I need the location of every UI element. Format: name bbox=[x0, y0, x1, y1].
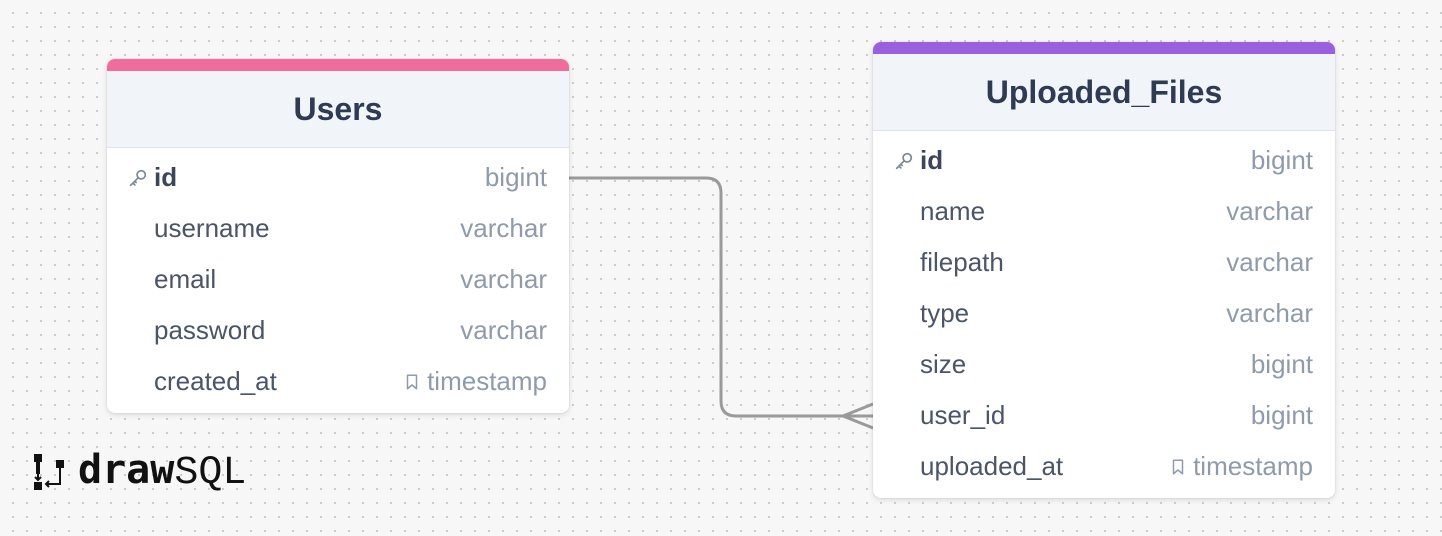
column-list: id bigint username varchar email varchar… bbox=[107, 148, 569, 407]
column-type: bigint bbox=[484, 162, 547, 192]
column-name: uploaded_at bbox=[920, 451, 1064, 481]
column-row[interactable]: email varchar bbox=[107, 254, 569, 305]
column-type: bigint bbox=[1250, 400, 1313, 430]
column-type: varchar bbox=[1226, 196, 1313, 226]
column-type: bigint bbox=[1250, 349, 1313, 379]
bookmark-icon bbox=[406, 374, 418, 389]
column-row[interactable]: type varchar bbox=[873, 288, 1335, 339]
drawsql-logo-icon bbox=[34, 454, 64, 490]
column-type: timestamp bbox=[403, 366, 547, 397]
column-row[interactable]: id bigint bbox=[107, 152, 569, 203]
table-accent-bar bbox=[107, 59, 569, 71]
drawsql-wordmark: drawSQL bbox=[78, 447, 247, 496]
column-name: created_at bbox=[154, 366, 277, 396]
column-type: varchar bbox=[460, 264, 547, 294]
column-row[interactable]: size bigint bbox=[873, 339, 1335, 390]
table-title[interactable]: Uploaded_Files bbox=[873, 54, 1335, 131]
column-type: varchar bbox=[1226, 298, 1313, 328]
column-type: varchar bbox=[460, 213, 547, 243]
column-type: varchar bbox=[460, 315, 547, 345]
column-type: timestamp bbox=[1169, 451, 1313, 482]
table-accent-bar bbox=[873, 42, 1335, 54]
column-list: id bigint name varchar filepath varchar … bbox=[873, 131, 1335, 492]
key-icon bbox=[893, 150, 920, 172]
column-row[interactable]: uploaded_at timestamp bbox=[873, 441, 1335, 492]
drawsql-logo: drawSQL bbox=[30, 450, 246, 494]
bookmark-icon bbox=[1172, 459, 1184, 474]
column-name: size bbox=[920, 349, 967, 379]
column-row[interactable]: filepath varchar bbox=[873, 237, 1335, 288]
table-name: Uploaded_Files bbox=[985, 73, 1223, 110]
table-uploaded-files[interactable]: Uploaded_Files id bigint name varchar bbox=[873, 42, 1335, 498]
column-type: bigint bbox=[1250, 145, 1313, 175]
table-name: Users bbox=[293, 90, 383, 127]
column-name: filepath bbox=[920, 247, 1004, 277]
crows-foot-icon bbox=[838, 402, 874, 430]
column-name: email bbox=[154, 264, 217, 294]
column-name: name bbox=[920, 196, 986, 226]
column-type: varchar bbox=[1226, 247, 1313, 277]
column-row[interactable]: id bigint bbox=[873, 135, 1335, 186]
column-name: username bbox=[154, 213, 270, 243]
table-users[interactable]: Users id bigint username varchar bbox=[107, 59, 569, 413]
key-icon bbox=[127, 167, 154, 189]
table-title[interactable]: Users bbox=[107, 71, 569, 148]
column-row[interactable]: username varchar bbox=[107, 203, 569, 254]
column-row[interactable]: user_id bigint bbox=[873, 390, 1335, 441]
column-name: password bbox=[154, 315, 266, 345]
column-name: id bbox=[154, 162, 178, 192]
column-row[interactable]: name varchar bbox=[873, 186, 1335, 237]
column-name: user_id bbox=[920, 400, 1006, 430]
column-row[interactable]: password varchar bbox=[107, 305, 569, 356]
relationship-line bbox=[569, 176, 873, 418]
column-name: id bbox=[920, 145, 944, 175]
column-row[interactable]: created_at timestamp bbox=[107, 356, 569, 407]
column-name: type bbox=[920, 298, 970, 328]
